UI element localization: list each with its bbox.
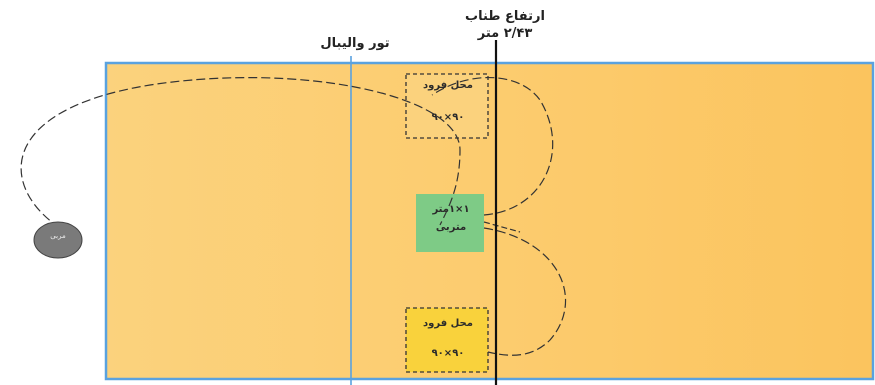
rope-height-title: ارتفاع طناب (465, 9, 545, 24)
landing-top-title: محل فرود (423, 80, 473, 91)
coach-marker (33, 221, 83, 259)
volleyball-net-label: تور والیبال (320, 36, 390, 51)
coach-label: مربی (50, 232, 66, 240)
student-role: متربی (435, 222, 467, 233)
landing-bottom-title: محل فرود (423, 318, 473, 329)
swing-path-cross (483, 221, 521, 233)
rope-height-label: ارتفاع طناب ۲/۴۳ متر (445, 8, 565, 42)
landing-zone-bottom (405, 307, 489, 373)
landing-top-size: ۹۰×۹۰ (431, 112, 465, 123)
swing-path-large-loop (20, 77, 461, 229)
court-area (104, 61, 875, 381)
swing-path-bottom-loop (483, 227, 567, 356)
student-size: ۱×۱متر (432, 204, 470, 215)
landing-bottom-size: ۹۰×۹۰ (431, 348, 465, 359)
swing-path-top-loop (431, 77, 554, 216)
rope-height-value: ۲/۴۳ متر (477, 26, 533, 41)
